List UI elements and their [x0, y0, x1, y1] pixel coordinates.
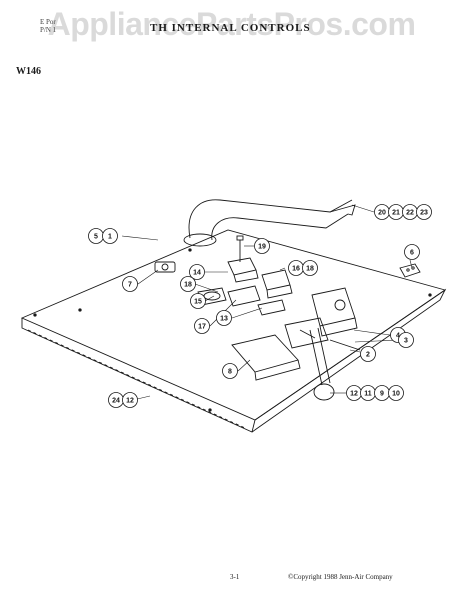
screw-part: [236, 235, 244, 262]
control-assembly: [284, 287, 358, 349]
callout-bubble: [122, 276, 138, 292]
callout-number: 6: [410, 250, 414, 257]
callout-number: 1: [108, 234, 112, 241]
callout-8: 8: [222, 363, 238, 379]
callout-number: 24: [112, 398, 120, 405]
page-title: TH INTERNAL CONTROLS: [150, 22, 311, 34]
callout-7: 7: [122, 276, 138, 292]
callout-number: 10: [392, 391, 400, 398]
callout-bubble: [190, 293, 206, 309]
callout-bubble: [404, 244, 420, 260]
watermark: AppliancePartsPros.com: [47, 6, 416, 42]
rod-part: [329, 339, 361, 351]
callout-6: 6: [404, 244, 420, 260]
callout-bubble: [416, 204, 432, 220]
callout-18a: 18: [180, 276, 196, 292]
callout-number: 23: [420, 210, 428, 217]
leader-lines: [121, 204, 413, 401]
callout-bubble: [102, 228, 118, 244]
callout-number: 4: [396, 333, 400, 340]
callout-bubble: [189, 264, 205, 280]
callout-bubble: [360, 346, 376, 362]
callout-14: 14: [189, 264, 205, 280]
mount-plate: [227, 285, 286, 316]
page-number: 3-1: [230, 573, 240, 581]
switch-part: [154, 261, 176, 273]
callout-number: 18: [306, 266, 314, 273]
callout-bubble: [194, 318, 210, 334]
callout-15: 15: [190, 293, 206, 309]
callout-bubble: [388, 385, 404, 401]
model-number: W146: [16, 66, 41, 77]
callout-number: 14: [193, 270, 201, 277]
callout-19: 19: [254, 238, 270, 254]
callout-number: 20: [378, 210, 386, 217]
callout-bubble: [222, 363, 238, 379]
lower-bracket: [231, 334, 301, 381]
callout-number: 12: [350, 391, 358, 398]
callout-number: 9: [380, 391, 384, 398]
callout-number: 8: [228, 369, 232, 376]
relay-part: [261, 269, 293, 299]
callout-number: 19: [258, 244, 266, 251]
callout-number: 2: [366, 352, 370, 359]
callout-13: 13: [216, 310, 232, 326]
callout-number: 5: [94, 234, 98, 241]
callout-number: 7: [128, 282, 132, 289]
callout-bubble: [254, 238, 270, 254]
callout-bubble: [122, 392, 138, 408]
base-panel: [20, 229, 447, 433]
callout-number: 17: [198, 324, 206, 331]
callout-3: 3: [398, 332, 414, 348]
callout-number: 22: [406, 210, 414, 217]
air-duct: [183, 199, 356, 247]
callout-bubble: [398, 332, 414, 348]
bracket-part: [227, 257, 259, 283]
callout-number: 11: [364, 391, 372, 398]
callout-bubble: [216, 310, 232, 326]
terminal-block: [399, 263, 421, 278]
copyright-notice: ©Copyright 1988 Jenn-Air Company: [288, 573, 393, 581]
callout-number: 15: [194, 299, 202, 306]
callout-17: 17: [194, 318, 210, 334]
callout-number: 12: [126, 398, 134, 405]
callout-12-11-9-10: 12 11 9 10: [346, 385, 404, 401]
header-part-ref: E Por P/N 1: [40, 18, 56, 34]
callout-number: 13: [220, 316, 228, 323]
callout-2: 2: [360, 346, 376, 362]
callout-number: 16: [292, 266, 300, 273]
header-ref-line-1: E Por: [40, 18, 56, 26]
callout-24-12: 24 12: [108, 392, 138, 408]
header-ref-line-2: P/N 1: [40, 26, 57, 34]
lever-arm: [309, 327, 335, 401]
callout-bubble: [302, 260, 318, 276]
callout-number: 21: [392, 210, 400, 217]
callout-20-21-22-23: 20 21 22 23: [374, 204, 432, 220]
callout-number: 3: [404, 338, 408, 345]
callout-number: 18: [184, 282, 192, 289]
callout-bubble: [180, 276, 196, 292]
